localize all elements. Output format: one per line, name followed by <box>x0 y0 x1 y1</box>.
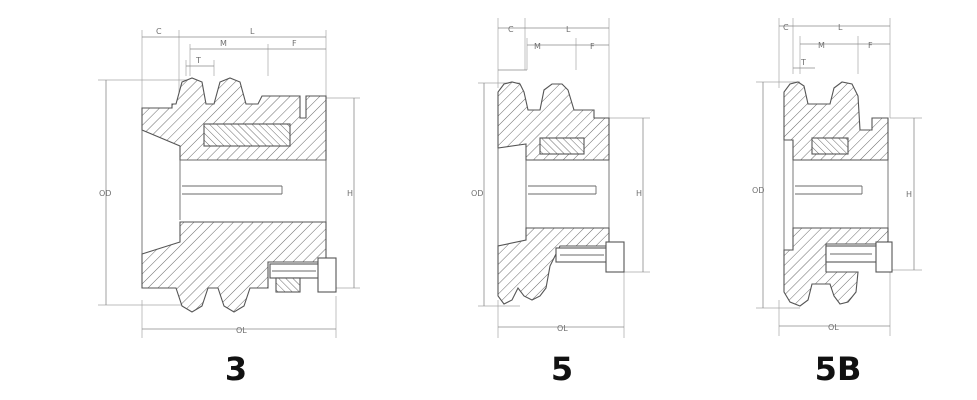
fig5b-dim-f: F <box>868 41 873 50</box>
fig5-top-dimensions <box>497 18 610 118</box>
fig5-dim-h: H <box>636 189 642 198</box>
fig5b-dim-h: H <box>906 190 912 199</box>
fig3-body <box>141 77 337 313</box>
fig5-dim-od: OD <box>471 189 483 198</box>
fig3-dim-l: L <box>250 27 255 36</box>
figure-5: C L M F OD H OL <box>471 18 650 388</box>
fig3-dim-c: C <box>156 27 162 36</box>
fig5b-top-dimensions <box>778 18 891 118</box>
fig3-dim-f: F <box>292 39 297 48</box>
figure-3: C L M F T OD H OL <box>98 27 360 388</box>
fig5-dim-l: L <box>566 25 571 34</box>
fig5-body <box>497 81 625 305</box>
fig3-dim-m: M <box>220 39 227 48</box>
fig3-dim-t: T <box>195 56 201 65</box>
fig5-dim-m: M <box>534 42 541 51</box>
fig5b-dim-m: M <box>818 41 825 50</box>
fig5b-dim-ol: OL <box>828 323 839 332</box>
fig5b-dim-l: L <box>838 23 843 32</box>
fig5b-body <box>783 81 893 307</box>
fig5-dim-f: F <box>590 42 595 51</box>
fig3-caption: 3 <box>225 350 247 388</box>
fig5-dim-c: C <box>508 25 514 34</box>
fig5b-dim-t: T <box>800 58 806 67</box>
fig5b-dim-od: OD <box>752 186 764 195</box>
fig5b-dim-c: C <box>783 23 789 32</box>
fig3-dim-od: OD <box>99 189 111 198</box>
fig5b-caption: 5B <box>815 350 862 388</box>
fig3-dim-ol: OL <box>236 326 247 335</box>
figure-5b: C L M F T OD H OL <box>752 18 922 388</box>
fig3-dim-h: H <box>347 189 353 198</box>
fig5-dim-ol: OL <box>557 324 568 333</box>
fig5-caption: 5 <box>551 350 573 388</box>
fig3-top-dimensions <box>141 30 327 108</box>
